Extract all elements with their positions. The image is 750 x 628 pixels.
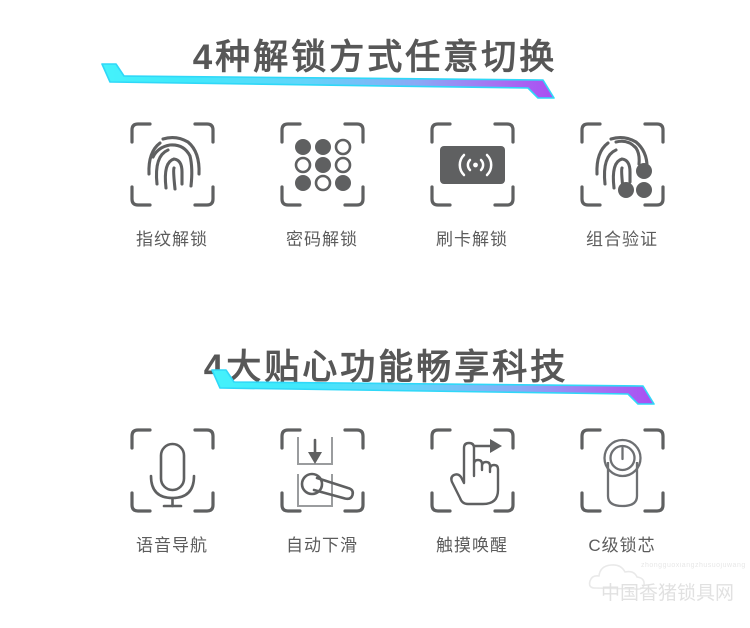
feature-item-touch[interactable]: 触摸唤醒: [397, 418, 547, 554]
microphone-icon: [120, 418, 225, 523]
cloud-logo-icon: [588, 564, 645, 590]
unlock-label-combination: 组合验证: [586, 230, 658, 249]
unlock-label-fingerprint: 指纹解锁: [136, 230, 208, 249]
unlock-item-combination[interactable]: 组合验证: [547, 112, 697, 248]
touch-hand-swipe-icon: [420, 418, 525, 523]
unlock-item-card[interactable]: 刷卡解锁: [397, 112, 547, 248]
features-icon-row: 语音导航: [0, 418, 750, 554]
unlock-icon-row: 指纹解锁: [0, 112, 750, 248]
unlock-item-password[interactable]: 密码解锁: [247, 112, 397, 248]
feature-label-voice: 语音导航: [136, 536, 208, 555]
section-unlock-methods: 4种解锁方式任意切换: [0, 0, 750, 248]
unlock-label-card: 刷卡解锁: [436, 230, 508, 249]
keypad-dots-icon: [270, 112, 375, 217]
gradient-arrow-banner-features: [211, 369, 655, 405]
unlock-label-password: 密码解锁: [286, 230, 358, 249]
feature-item-voice[interactable]: 语音导航: [97, 418, 247, 554]
watermark: zhongguoxiangzhusuojuwang 中国香猪锁具网: [585, 552, 750, 614]
section-features-heading: 4大贴心功能畅享科技: [203, 348, 569, 387]
banner-unlock-wrap: [0, 58, 750, 106]
feature-label-cylinder: C级锁芯: [588, 536, 656, 555]
feature-label-autoslide: 自动下滑: [286, 536, 358, 555]
feature-item-autoslide[interactable]: 自动下滑: [247, 418, 397, 554]
gradient-arrow-banner-unlock: [101, 63, 555, 99]
lock-cylinder-icon: [570, 418, 675, 523]
fingerprint-plus-dots-icon: [570, 112, 675, 217]
rfid-card-icon: [420, 112, 525, 217]
auto-slide-handle-icon: [270, 418, 375, 523]
section-features: 4大贴心功能畅享科技: [0, 302, 750, 554]
feature-item-cylinder[interactable]: C级锁芯: [547, 418, 697, 554]
fingerprint-scan-icon: [120, 112, 225, 217]
section-unlock-heading: 4种解锁方式任意切换: [192, 38, 558, 77]
unlock-item-fingerprint[interactable]: 指纹解锁: [97, 112, 247, 248]
banner-features-wrap: [0, 364, 750, 412]
watermark-subtext: zhongguoxiangzhusuojuwang: [641, 562, 746, 569]
watermark-maintext: 中国香猪锁具网: [601, 583, 735, 604]
feature-label-touch: 触摸唤醒: [436, 536, 508, 555]
